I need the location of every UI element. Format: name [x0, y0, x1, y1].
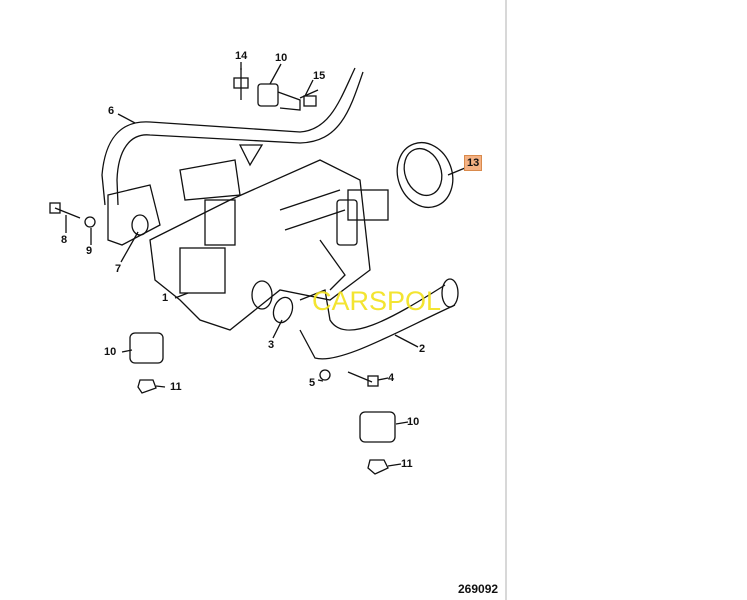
label-part-2: 2: [419, 343, 426, 355]
label-part-3: 3: [268, 339, 275, 351]
label-part-9: 9: [86, 245, 93, 257]
label-part-6: 6: [108, 105, 115, 117]
pump-1: [149, 144, 389, 331]
flange-7: [107, 184, 161, 246]
oring-3: [272, 296, 294, 324]
panel-divider: [505, 0, 507, 600]
label-part-11: 11: [401, 458, 413, 470]
label-part-5: 5: [309, 377, 316, 389]
label-part-11: 11: [170, 381, 182, 393]
mount-10-right: [359, 411, 396, 443]
washer-9: [84, 216, 96, 228]
label-part-15: 15: [313, 70, 326, 82]
pipe-6: [101, 67, 364, 206]
mount-10-top: [257, 83, 279, 107]
label-part-8: 8: [61, 234, 68, 246]
label-part-7: 7: [115, 263, 122, 275]
label-part-14: 14: [235, 50, 248, 62]
washer-5: [319, 369, 331, 381]
label-part-13-highlighted[interactable]: 13: [464, 155, 483, 171]
pipe-2: [299, 284, 456, 360]
label-part-10: 10: [104, 346, 117, 358]
nut-11-left: [137, 379, 157, 394]
label-part-10: 10: [407, 416, 420, 428]
mount-10-left: [129, 332, 164, 364]
label-part-4: 4: [388, 372, 395, 384]
watermark: CARSPOL: [312, 286, 442, 316]
diagram-reference-number: 269092: [458, 582, 499, 596]
label-part-1: 1: [162, 292, 169, 304]
seal-13: [396, 141, 454, 209]
bolt-8: [54, 207, 81, 219]
nut-11-right: [367, 459, 389, 475]
label-part-10: 10: [275, 52, 288, 64]
